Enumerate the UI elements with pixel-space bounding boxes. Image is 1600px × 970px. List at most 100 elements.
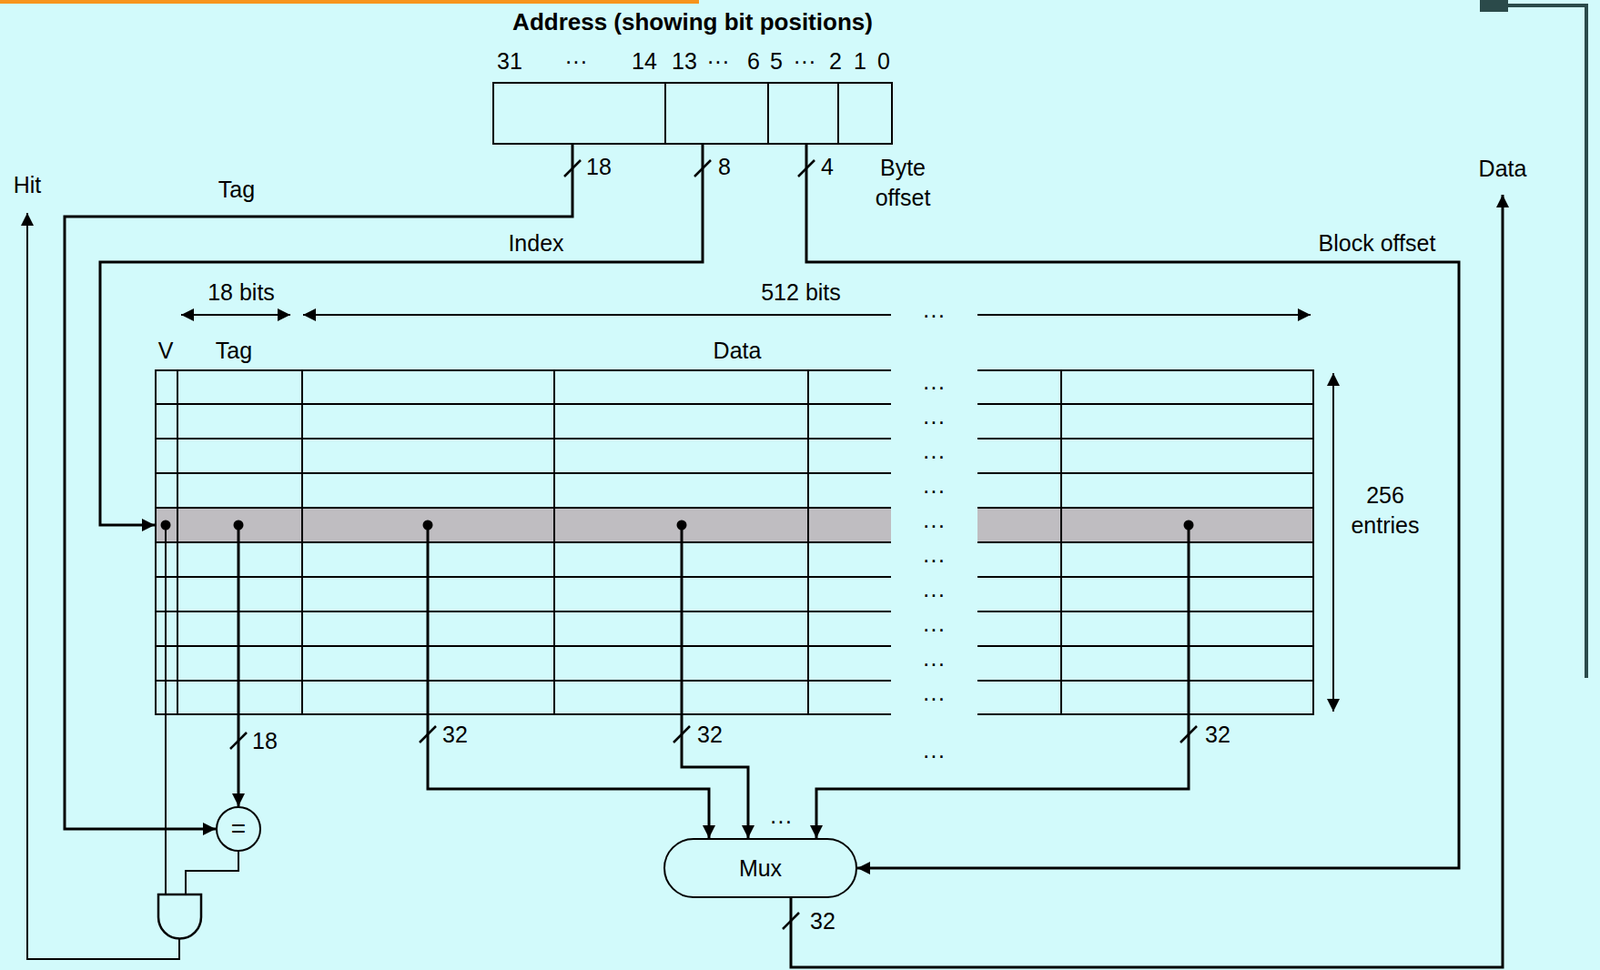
row-line <box>154 403 892 406</box>
bit-position: 14 <box>631 47 658 75</box>
block-mux: Mux <box>663 838 858 899</box>
and-gate <box>158 894 202 940</box>
row-line <box>977 437 1315 440</box>
address-field-divider <box>837 83 840 143</box>
row-line <box>977 369 1315 372</box>
and-gate <box>158 894 202 940</box>
tag-comparator: = <box>215 806 262 852</box>
valid-wire <box>185 851 239 895</box>
ellipsis: ··· <box>922 373 946 401</box>
ellipsis: ··· <box>922 442 946 470</box>
row-line <box>154 645 892 648</box>
column-header: Tag <box>215 336 253 365</box>
row-line <box>977 472 1315 475</box>
slide-decoration <box>0 0 699 4</box>
ellipsis: ··· <box>922 741 946 770</box>
bus-connector <box>427 715 709 839</box>
row-line <box>154 576 892 578</box>
bit-position: 0 <box>877 47 891 75</box>
row-line <box>977 506 1315 509</box>
cache-grid <box>154 369 1315 716</box>
bit-position: 31 <box>496 47 523 75</box>
selected-row <box>977 507 1315 543</box>
bus-connector <box>237 715 241 807</box>
dimension-arrow <box>977 313 1311 316</box>
bus-label: Tag <box>218 175 255 203</box>
row-line <box>154 679 892 682</box>
row-line <box>977 713 1315 716</box>
row-line <box>154 437 892 440</box>
data-out-wire <box>790 194 1503 968</box>
bus-connector <box>100 144 703 526</box>
ellipsis: ··· <box>922 580 946 608</box>
valid-wire <box>165 715 239 895</box>
valid-wire <box>164 715 167 895</box>
slide-decoration <box>1479 0 1509 12</box>
row-line <box>154 713 892 716</box>
dimension-arrow <box>181 313 291 316</box>
read-wire <box>426 525 430 716</box>
column-line <box>154 369 157 716</box>
column-line <box>176 369 179 716</box>
address-register: Address (showing bit positions) <box>492 81 893 145</box>
bit-position: 2 <box>829 47 842 75</box>
row-line <box>977 576 1315 578</box>
column-header: Data <box>713 336 762 365</box>
read-wire <box>164 525 167 716</box>
ellipsis: ··· <box>922 476 946 505</box>
mux-label: Mux <box>739 854 782 882</box>
dimension-arrow <box>303 313 892 316</box>
comparator-sign: = <box>231 815 246 843</box>
read-dot <box>161 520 172 531</box>
bus-label: 32 <box>442 720 468 749</box>
column-line <box>553 369 556 716</box>
bus-slash <box>230 160 1197 930</box>
read-dot <box>1184 520 1195 531</box>
signal-name: Data <box>1478 154 1528 183</box>
ellipsis: ··· <box>922 301 946 329</box>
dimension-arrow <box>1332 373 1335 712</box>
row-line <box>977 645 1315 648</box>
read-dot <box>677 520 688 531</box>
ellipsis: ··· <box>922 684 946 712</box>
bus-label: Block offset <box>1318 229 1437 257</box>
read-wire <box>1187 525 1191 716</box>
column-line <box>807 369 810 716</box>
signal-name: Hit <box>13 171 42 199</box>
row-line <box>154 369 892 372</box>
row-line <box>977 610 1315 613</box>
read-wire <box>237 525 241 716</box>
read-wire <box>680 525 684 716</box>
ellipsis: ··· <box>922 511 946 539</box>
bit-position: ··· <box>565 47 588 75</box>
ellipsis: ··· <box>922 407 946 436</box>
row-line <box>977 679 1315 682</box>
bit-width: 4 <box>820 152 834 181</box>
bus-label: 32 <box>697 720 723 749</box>
data-out-wire <box>790 194 1503 968</box>
bus-connector <box>816 715 1189 839</box>
bit-width: 18 <box>586 152 612 181</box>
dimension: 256 entries <box>1339 480 1431 541</box>
read-dot <box>233 520 244 531</box>
bit-position: 6 <box>747 47 760 75</box>
hit-wire <box>27 212 180 960</box>
ellipsis: ··· <box>922 546 946 574</box>
bus-connector <box>64 144 573 830</box>
hit-wire <box>27 212 180 960</box>
read-dot <box>423 520 434 531</box>
slide-decoration <box>1508 5 1587 679</box>
ellipsis: ··· <box>769 807 793 835</box>
bit-position: 5 <box>769 47 783 75</box>
column-line <box>1060 369 1063 716</box>
address-field-divider <box>494 83 892 143</box>
bit-position: 1 <box>853 47 867 75</box>
dimension: 512 bits <box>760 278 841 306</box>
address-field-divider <box>767 83 770 143</box>
column-header: V <box>158 336 174 365</box>
field-name: Byte offset <box>861 152 944 213</box>
bit-position: ··· <box>707 47 730 75</box>
cache-table: VTagData <box>154 369 1315 716</box>
row-line <box>977 541 1315 544</box>
ellipsis: ··· <box>922 615 946 643</box>
